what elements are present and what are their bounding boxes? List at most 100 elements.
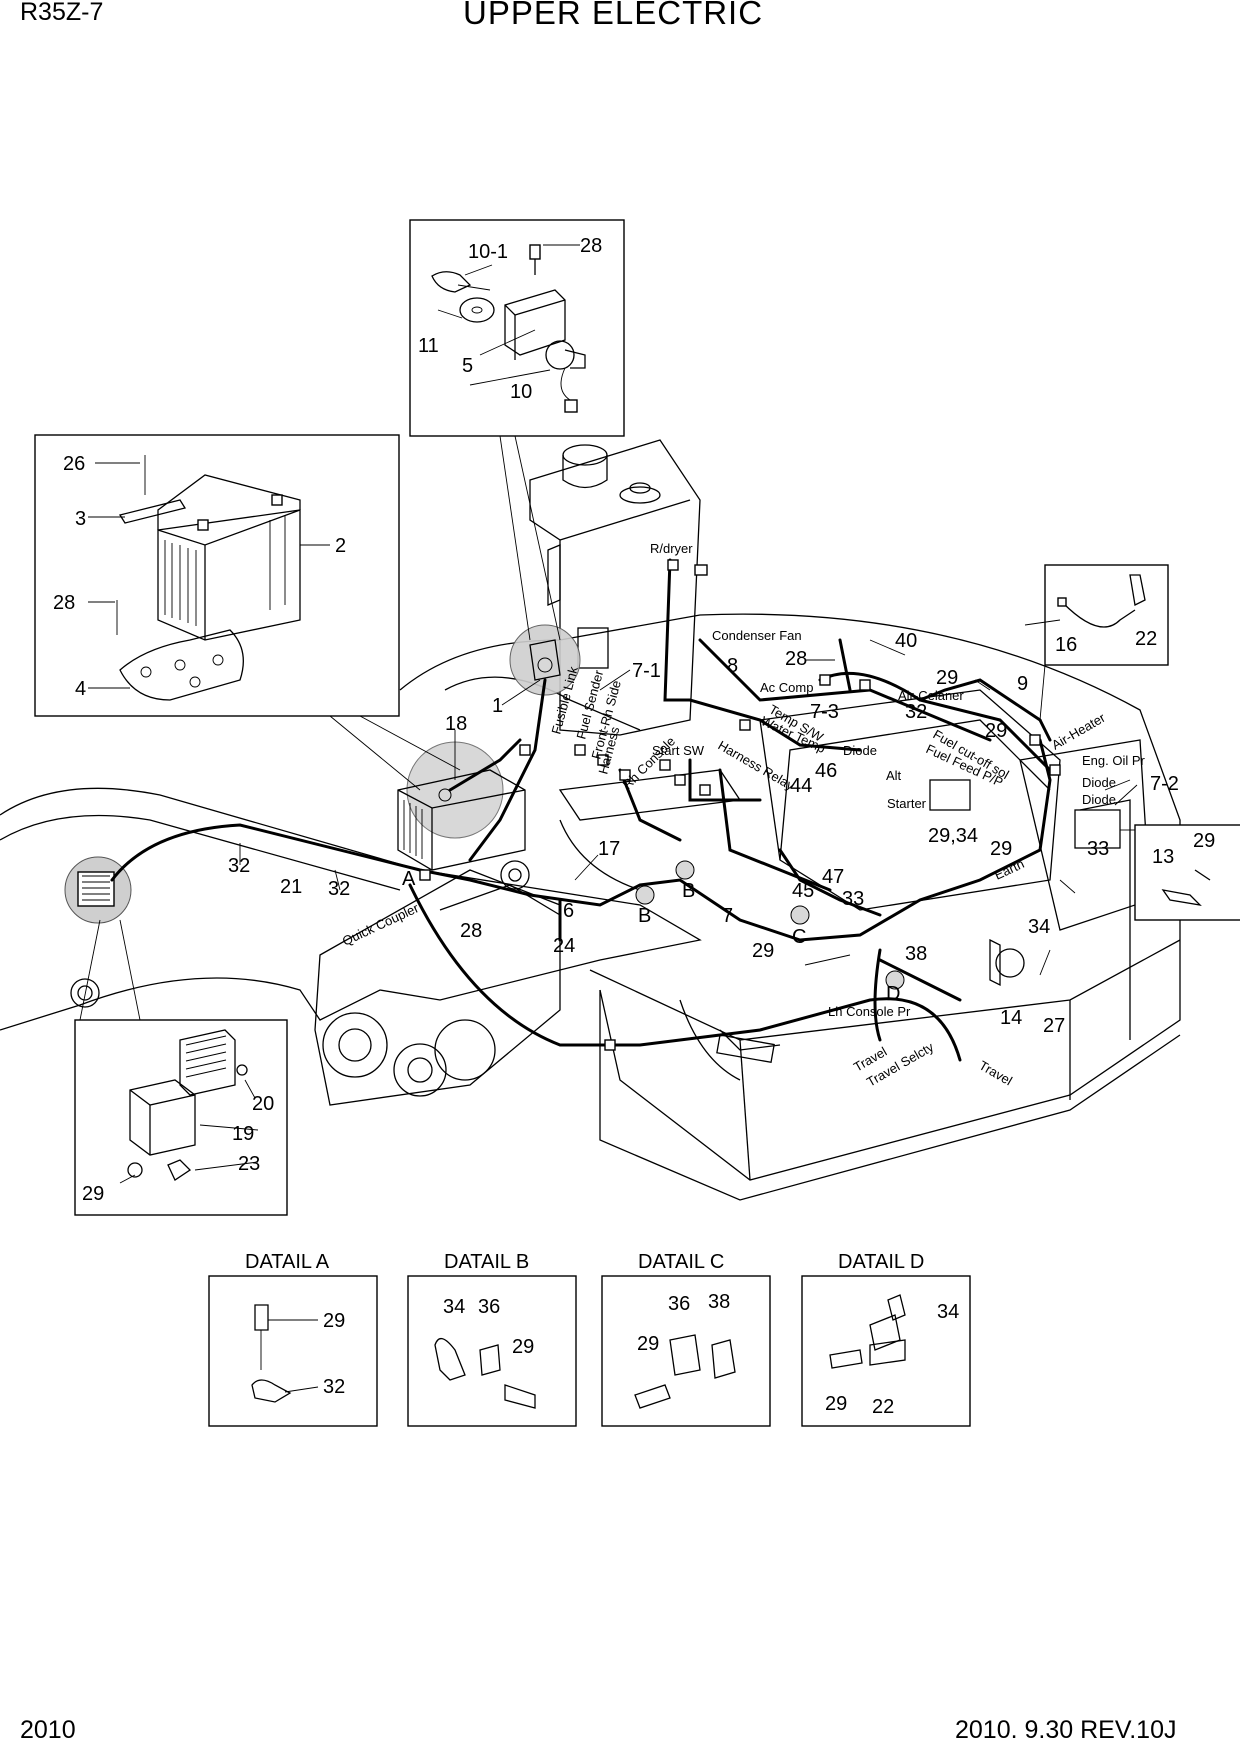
detail-d-callout-34: 34 xyxy=(937,1301,959,1323)
label-diode-1: Diode xyxy=(843,743,877,758)
callout-1: 1 xyxy=(492,695,503,717)
connector-labels: R/dryer Condenser Fan Ac Comp Air-Celane… xyxy=(340,541,1146,1090)
detail-labels: DATAIL A DATAIL B DATAIL C DATAIL D 29 3… xyxy=(245,1251,959,1418)
callout-11: 11 xyxy=(418,335,439,357)
label-diode-3: Diode xyxy=(1082,792,1116,807)
callout-20: 20 xyxy=(252,1093,274,1115)
battery-assembly xyxy=(397,624,581,871)
callout-32-left: 32 xyxy=(228,855,250,877)
detail-b-callout-34: 34 xyxy=(443,1296,465,1318)
model-code: R35Z-7 xyxy=(20,0,103,26)
detail-c-callout-36: 36 xyxy=(668,1293,690,1315)
callout-21: 21 xyxy=(280,876,302,898)
label-diode-2: Diode xyxy=(1082,775,1116,790)
callout-7-3: 7-3 xyxy=(810,701,839,723)
callout-45: 45 xyxy=(792,880,814,902)
detail-b-title: DATAIL B xyxy=(444,1251,529,1273)
callout-7: 7 xyxy=(722,905,733,927)
callout-18: 18 xyxy=(445,713,467,735)
label-start-sw: Start SW xyxy=(652,743,705,758)
callout-33-mid: 33 xyxy=(842,888,864,910)
callout-7-2: 7-2 xyxy=(1150,773,1179,795)
battery-inset xyxy=(34,434,400,717)
callout-29-a: 29 xyxy=(936,667,958,689)
detail-a-callout-29: 29 xyxy=(323,1310,345,1332)
work-lamp-inset xyxy=(74,1019,288,1216)
callout-34-mid: 34 xyxy=(1028,916,1050,938)
callout-10-1: 10-1 xyxy=(468,241,508,263)
label-eng-oil-pr: Eng. Oil Pr xyxy=(1082,753,1146,768)
callout-19: 19 xyxy=(232,1123,254,1145)
callout-3: 3 xyxy=(75,508,86,530)
callout-4: 4 xyxy=(75,678,86,700)
callout-28-low: 28 xyxy=(460,920,482,942)
callout-B1: B xyxy=(638,905,651,927)
callout-D: D xyxy=(886,983,900,1005)
callout-B2: B xyxy=(682,880,695,902)
callout-7-1: 7-1 xyxy=(632,660,661,682)
callout-A: A xyxy=(402,868,416,890)
callout-46: 46 xyxy=(815,760,837,782)
detail-d-title: DATAIL D xyxy=(838,1251,924,1273)
callout-29-e: 29 xyxy=(752,940,774,962)
callout-29-c: 29 xyxy=(990,838,1012,860)
label-condenser-fan: Condenser Fan xyxy=(712,628,802,643)
label-harness-relay: Harness Relay xyxy=(716,738,798,794)
work-lamp-on-boom xyxy=(64,856,132,924)
detail-c-callout-38: 38 xyxy=(708,1291,730,1313)
callout-C: C xyxy=(792,926,806,948)
callout-2: 2 xyxy=(335,535,346,557)
callout-44: 44 xyxy=(790,775,812,797)
callout-5: 5 xyxy=(462,355,473,377)
label-alt: Alt xyxy=(886,768,902,783)
detail-c-callout-29: 29 xyxy=(637,1333,659,1355)
callout-22-top: 22 xyxy=(1135,628,1157,650)
label-quick-coupler: Quick Coupler xyxy=(340,900,422,949)
callout-29-d: 29 xyxy=(1193,830,1215,852)
detail-b-callout-29: 29 xyxy=(512,1336,534,1358)
callout-28-mid: 28 xyxy=(785,648,807,670)
label-travel-2: Travel xyxy=(977,1058,1015,1089)
inset-leader-lines xyxy=(79,435,1135,1021)
detail-d-callout-22: 22 xyxy=(872,1396,894,1418)
callout-32-left2: 32 xyxy=(328,878,350,900)
label-starter: Starter xyxy=(887,796,927,811)
start-switch-inset xyxy=(409,219,625,437)
callout-40: 40 xyxy=(895,630,917,652)
terminal-inset xyxy=(1134,824,1240,921)
label-ac-comp: Ac Comp xyxy=(760,680,813,695)
callout-38: 38 xyxy=(905,943,927,965)
callout-26: 26 xyxy=(63,453,85,475)
revision-date: 2010. 9.30 REV.10J xyxy=(955,1716,1176,1744)
callout-33-right: 33 xyxy=(1087,838,1109,860)
callout-29-lamp: 29 xyxy=(82,1183,104,1205)
callout-numbers: 10-1 28 11 5 10 26 3 2 28 4 1 18 7-1 8 2… xyxy=(53,235,1215,1205)
callout-10: 10 xyxy=(510,381,532,403)
callout-29-b: 29 xyxy=(985,720,1007,742)
callout-28-battery: 28 xyxy=(53,592,75,614)
callout-32-mid: 32 xyxy=(905,701,927,723)
callout-16: 16 xyxy=(1055,634,1077,656)
detail-a-title: DATAIL A xyxy=(245,1251,330,1273)
label-lh-console-pr: Lh Console Pr xyxy=(828,1004,911,1019)
callout-9: 9 xyxy=(1017,673,1028,695)
detail-c-title: DATAIL C xyxy=(638,1251,724,1273)
callout-27: 27 xyxy=(1043,1015,1065,1037)
harness-inset xyxy=(1044,564,1169,666)
callout-29-34: 29,34 xyxy=(928,825,978,847)
callout-28-top: 28 xyxy=(580,235,602,257)
callout-8: 8 xyxy=(727,655,738,677)
detail-a-callout-32: 32 xyxy=(323,1376,345,1398)
label-r-dryer: R/dryer xyxy=(650,541,693,556)
callout-13: 13 xyxy=(1152,846,1174,868)
callout-47: 47 xyxy=(822,866,844,888)
detail-d-callout-29: 29 xyxy=(825,1393,847,1415)
page-title: UPPER ELECTRIC xyxy=(463,0,763,31)
callout-leaders xyxy=(88,244,1138,1184)
label-air-cleaner: Air-Celaner xyxy=(898,688,964,703)
wiring-harness xyxy=(110,558,1121,1062)
page-number: 2010 xyxy=(20,1716,76,1744)
callout-6: 6 xyxy=(563,900,574,922)
detail-panels xyxy=(208,1275,971,1427)
